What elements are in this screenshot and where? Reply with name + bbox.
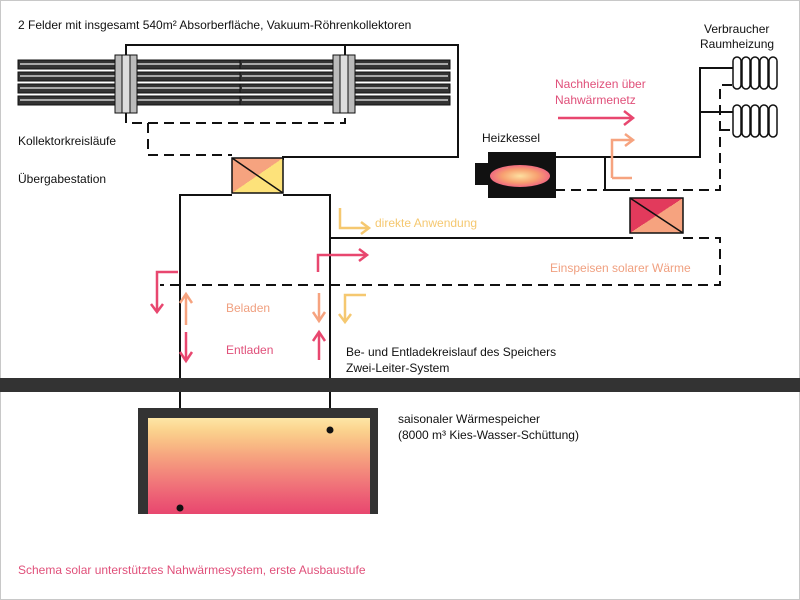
collector-field-left xyxy=(17,54,249,114)
storage-label: saisonaler Wärmespeicher xyxy=(398,412,541,426)
collector-title: 2 Felder mit insgesamt 540m² Absorberflä… xyxy=(18,18,412,32)
arrow-beladen-down-right xyxy=(311,293,327,324)
arrow-to-solar-feed xyxy=(316,248,370,272)
arrow-direkte-anwendung xyxy=(338,208,372,235)
solar-feed-heat-exchanger xyxy=(629,197,684,234)
storage-circuit-label: Be- und Entladekreislauf des Speichers xyxy=(346,345,557,359)
arrow-load-down-left xyxy=(150,270,178,315)
collector-field-right xyxy=(239,54,451,114)
arrow-entladen-down xyxy=(178,332,194,364)
load-label: Beladen xyxy=(226,301,271,315)
boiler xyxy=(475,152,556,198)
transfer-station-label: Übergabestation xyxy=(18,172,107,186)
seasonal-storage xyxy=(138,408,378,514)
arrow-beladen-up xyxy=(178,291,194,325)
solar-feed-label: Einspeisen solarer Wärme xyxy=(550,261,691,275)
radiator-lower xyxy=(732,104,778,138)
arrow-direct-down xyxy=(338,293,366,325)
space-heating-label: Raumheizung xyxy=(700,37,775,51)
boiler-label: Heizkessel xyxy=(482,131,541,145)
reheat-label-2: Nahwärmenetz xyxy=(555,93,636,107)
storage-volume-label: (8000 m³ Kies-Wasser-Schüttung) xyxy=(398,428,579,442)
consumer-label: Verbraucher xyxy=(704,22,770,36)
two-pipe-label: Zwei-Leiter-System xyxy=(346,361,450,375)
unload-label: Entladen xyxy=(226,343,274,357)
arrow-entladen-up xyxy=(311,329,327,360)
arrow-nachheizen xyxy=(558,110,636,126)
collector-circuits-label: Kollektorkreisläufe xyxy=(18,134,117,148)
arrow-boiler-to-network xyxy=(610,133,636,180)
transfer-station-heat-exchanger xyxy=(231,157,284,194)
direct-use-label: direkte Anwendung xyxy=(375,216,478,230)
reheat-label-1: Nachheizen über xyxy=(555,77,646,91)
radiator-upper xyxy=(732,56,778,90)
caption: Schema solar unterstütztes Nahwärmesyste… xyxy=(18,563,366,577)
ground-line xyxy=(0,378,800,392)
pipes-dashed xyxy=(125,84,735,286)
